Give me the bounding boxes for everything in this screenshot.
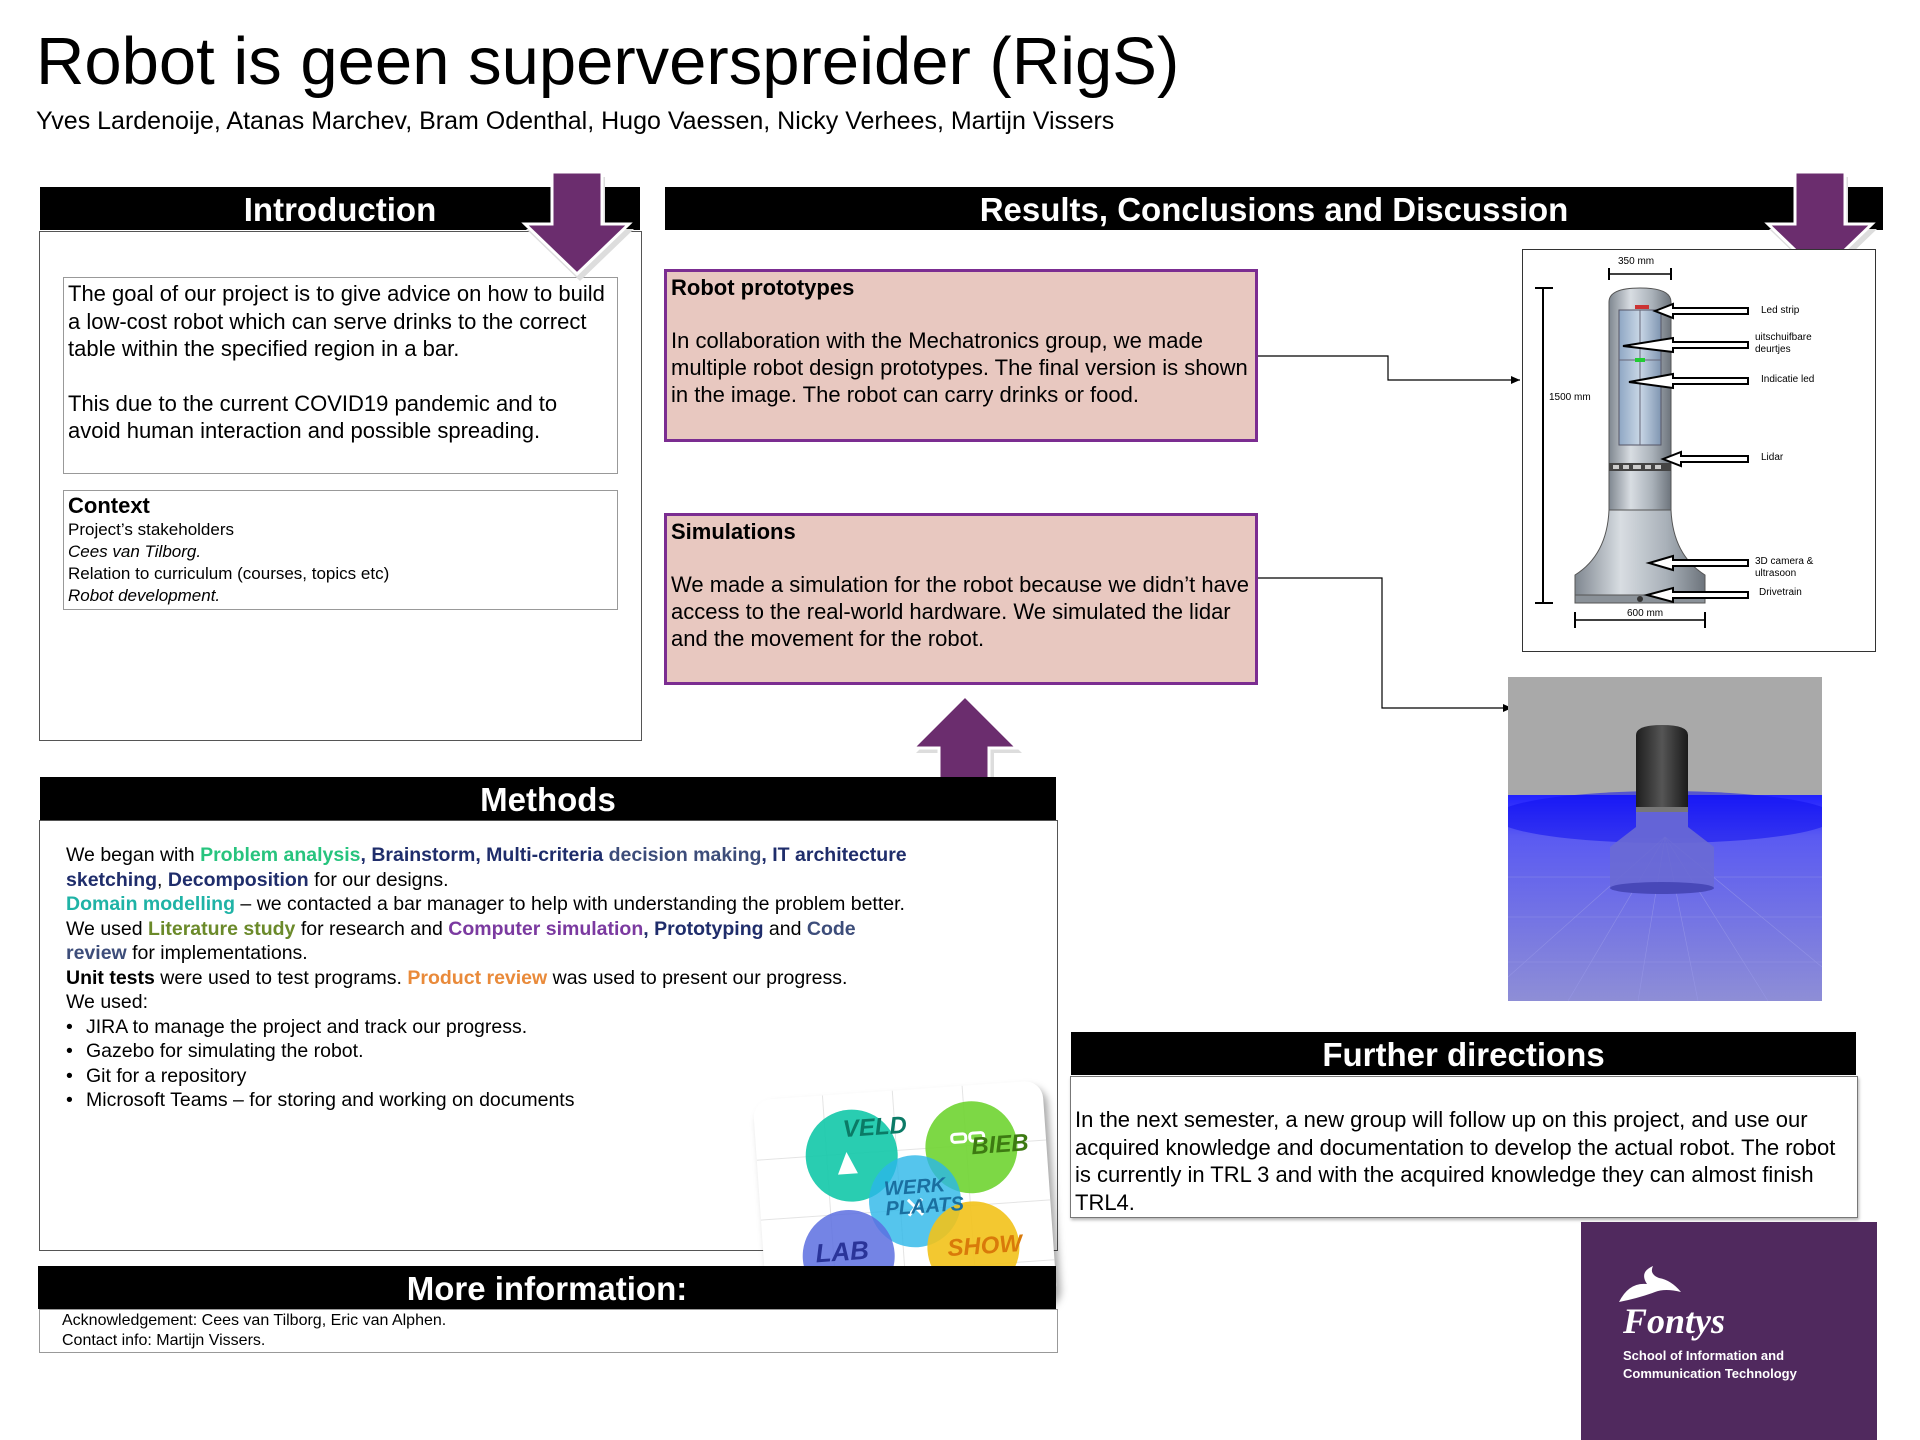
method-problem-analysis: Problem analysis xyxy=(200,844,361,866)
callout-label: Led strip xyxy=(1761,305,1800,316)
logo-word: WERK PLAATS xyxy=(883,1174,965,1221)
methods-heading: Methods xyxy=(480,781,616,818)
goal-reason-text: This due to the current COVID19 pandemic… xyxy=(68,390,558,444)
poster-title: Robot is geen superverspreider (RigS) xyxy=(36,24,1180,99)
authors: Yves Lardenoije, Atanas Marchev, Bram Od… xyxy=(36,107,1115,135)
method-product-review: Product review xyxy=(407,966,548,989)
methods-text: We began with Problem analysis, Brainsto… xyxy=(66,843,1026,1113)
more-info-panel xyxy=(39,1309,1058,1353)
simulation-render xyxy=(1508,677,1822,1001)
method-domain-modelling: Domain modelling xyxy=(66,893,236,915)
introduction-heading: Introduction xyxy=(243,191,437,228)
fontys-school-line: School of Information and xyxy=(1623,1348,1785,1363)
context-box: Context Project’s stakeholders Cees van … xyxy=(63,490,618,610)
list-item-text: JIRA to manage the project and track our… xyxy=(86,1015,528,1038)
further-directions-text: In the next semester, a new group will f… xyxy=(1075,1107,1836,1215)
methods-text-run: were used to test programs. xyxy=(154,966,408,989)
method-brainstorm: Brainstorm, Multi-criteria xyxy=(371,844,609,866)
callout-label: Indicatie led xyxy=(1761,374,1815,385)
more-info-header: More information: xyxy=(38,1266,1056,1309)
list-item: •Gazebo for simulating the robot. xyxy=(66,1040,364,1062)
method-computer-simulation: Computer simulation xyxy=(448,917,644,940)
context-line: Cees van Tilborg. xyxy=(68,542,202,561)
robot-prototypes-text: In collaboration with the Mechatronics g… xyxy=(671,328,1248,407)
method-decision-making: decision making xyxy=(608,844,762,866)
callout-label: uitschuifbare deurtjes xyxy=(1755,332,1812,355)
further-directions-header: Further directions xyxy=(1071,1032,1856,1075)
results-header: Results, Conclusions and Discussion xyxy=(665,187,1883,230)
list-item: •Git for a repository xyxy=(66,1064,247,1087)
simulations-heading: Simulations xyxy=(671,519,796,544)
context-line: Robot development. xyxy=(68,586,221,605)
methods-text-run: , xyxy=(360,844,372,866)
simulation-image xyxy=(1508,677,1822,1001)
goal-box: The goal of our project is to give advic… xyxy=(63,277,618,474)
methods-text-run: for implementations. xyxy=(126,942,308,964)
methods-text-run: was used to present our progress. xyxy=(547,966,848,989)
callout-label: Lidar xyxy=(1761,452,1784,463)
methods-text-run: and xyxy=(763,917,807,940)
methods-text-run: for our designs. xyxy=(308,868,449,891)
acknowledgement: Acknowledgement: Cees van Tilborg, Eric … xyxy=(62,1312,447,1329)
context-line: Relation to curriculum (courses, topics … xyxy=(68,564,390,583)
list-item: •JIRA to manage the project and track ou… xyxy=(66,1015,528,1038)
further-directions-heading: Further directions xyxy=(1322,1036,1605,1073)
method-code-review: Code xyxy=(806,917,856,940)
more-info-heading: More information: xyxy=(406,1270,688,1307)
robot-prototypes-heading: Robot prototypes xyxy=(671,275,855,300)
contact-info: Contact info: Martijn Vissers. xyxy=(62,1332,266,1349)
method-prototyping: Prototyping xyxy=(654,917,764,940)
methods-text-run: – we contacted a bar manager to help wit… xyxy=(235,893,905,915)
methods-text-run: We began with xyxy=(66,844,201,866)
callout-label: 3D camera & ultrasoon xyxy=(1755,556,1814,579)
list-item-text: Microsoft Teams – for storing and workin… xyxy=(86,1089,575,1111)
list-item-text: Git for a repository xyxy=(86,1064,247,1087)
further-directions-panel xyxy=(1070,1076,1858,1218)
method-it-architecture: , IT architecture xyxy=(761,844,907,866)
dimension-label: 350 mm xyxy=(1618,256,1655,267)
methods-text-run: , xyxy=(643,917,655,940)
context-line: Project’s stakeholders xyxy=(68,520,234,539)
method-decomposition: Decomposition xyxy=(167,868,309,891)
callout-label: Drivetrain xyxy=(1759,587,1802,598)
fontys-logo-block: Fontys School of Information and Communi… xyxy=(1581,1222,1877,1440)
logo-word: SHOW xyxy=(946,1229,1023,1263)
list-item-text: Gazebo for simulating the robot. xyxy=(86,1040,364,1062)
methods-header: Methods xyxy=(40,777,1056,820)
logo-word: BIEB xyxy=(970,1129,1030,1161)
results-heading: Results, Conclusions and Discussion xyxy=(979,191,1569,228)
goal-text: The goal of our project is to give advic… xyxy=(68,281,605,361)
method-sketching: sketching xyxy=(66,868,158,891)
method-code-review: review xyxy=(66,942,127,964)
fontys-swan-icon xyxy=(1619,1266,1681,1302)
method-literature-study: Literature study xyxy=(148,917,296,940)
fontys-school-line: Communication Technology xyxy=(1623,1366,1797,1381)
method-unit-tests: Unit tests xyxy=(66,966,155,989)
fontys-name: Fontys xyxy=(1623,1301,1726,1341)
simulations-box: Simulations We made a simulation for the… xyxy=(664,513,1258,685)
methods-text-run: , xyxy=(157,868,168,891)
methods-text-run: We used xyxy=(66,917,149,940)
robot-prototypes-box: Robot prototypes In collaboration with t… xyxy=(664,269,1258,442)
simulations-text: We made a simulation for the robot becau… xyxy=(671,572,1250,651)
robot-diagram: 350 mm 1500 mm 600 mm Led strip uitschui… xyxy=(1522,249,1876,652)
arrow-down-icon xyxy=(521,170,634,281)
context-heading: Context xyxy=(68,493,150,518)
robot-drawing xyxy=(1535,268,1749,628)
logo-word: LAB xyxy=(814,1234,870,1269)
logo-word: VELD xyxy=(841,1111,908,1144)
methods-text-run: for research and xyxy=(295,917,449,940)
dimension-label: 600 mm xyxy=(1627,608,1664,619)
dimension-label: 1500 mm xyxy=(1549,392,1591,403)
list-item: •Microsoft Teams – for storing and worki… xyxy=(66,1089,575,1111)
methods-tools-intro: We used: xyxy=(66,991,149,1013)
